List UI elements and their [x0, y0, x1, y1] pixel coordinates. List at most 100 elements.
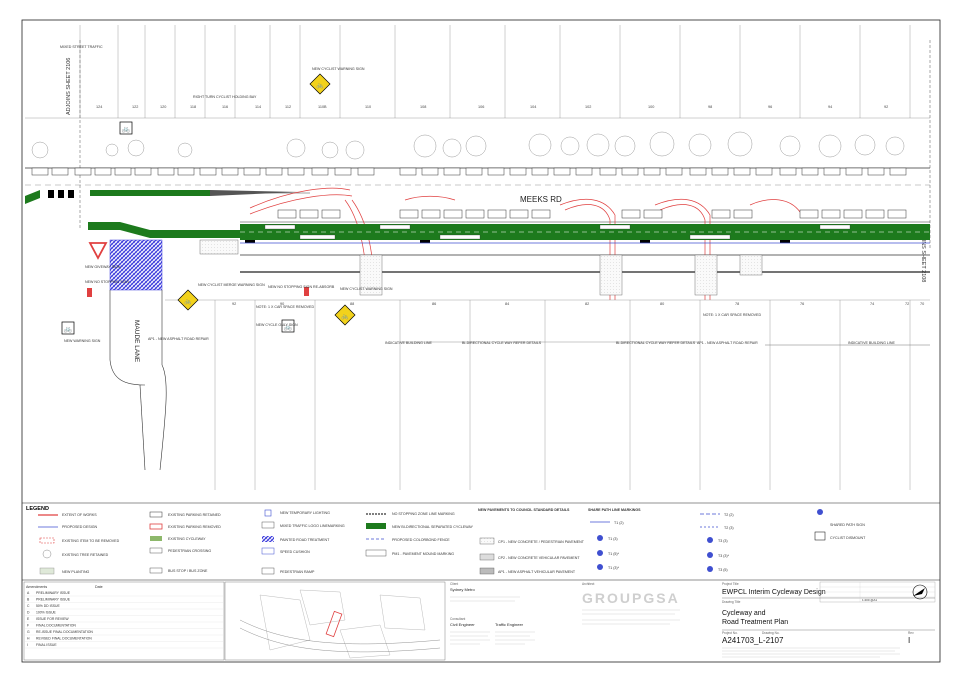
legend-t1-2: T1 (2): [614, 521, 624, 525]
callout-cyclist-warning-2: NEW CYCLIST WARNING SIGN: [340, 287, 393, 291]
footpath-pads: [199, 239, 763, 296]
svg-text:🚲: 🚲: [284, 324, 293, 331]
legend-t2-3: T2 (3): [724, 526, 734, 530]
parked-cars-middle: [277, 209, 907, 219]
legend-parking-retained: EXISTING PARKING RETAINED: [168, 513, 221, 517]
callout-car-space: NOTE: 1 X CAR SPACE REMOVED: [256, 305, 314, 309]
drawing-title-label: Drawing Title: [722, 600, 741, 604]
lot-number: 82: [585, 302, 589, 306]
legend-t1-5: T1 (5)*: [608, 552, 620, 556]
lot-number: 92: [232, 302, 236, 306]
lot-number: 92: [884, 105, 888, 109]
lot-number: 112: [285, 105, 291, 109]
consultant-label: Consultant: [450, 617, 465, 621]
svg-text:GROUPGSA: GROUPGSA: [582, 590, 680, 606]
legend-t3-3: T3 (3): [718, 539, 728, 543]
amendment-desc: REVISED FINAL DOCUMENTATION: [36, 637, 92, 641]
amendment-desc: PRELIMINARY ISSUE: [36, 591, 71, 595]
key-map: [224, 581, 446, 661]
north-arrow-icon: [912, 584, 928, 600]
scale-value: 1:200 @A1: [862, 598, 877, 602]
callout-no-stopping-2: NEW NO STOPPING SIGN RE-ABSORB: [268, 285, 335, 289]
sheet-border: [21, 19, 941, 663]
legend-ped-ramp: PEDESTRIAN RAMP: [280, 570, 315, 574]
painted-road-treatment: [109, 239, 163, 291]
lot-number: 90: [280, 302, 284, 306]
legend-shared-path: SHARED PATH SIGN: [830, 523, 865, 527]
parked-cars-top: [31, 167, 907, 176]
lot-number: 110: [365, 105, 371, 109]
drawing-title-line2: Road Treatment Plan: [722, 619, 788, 626]
legend-item-removed: EXISTING ITEM TO BE REMOVED: [62, 539, 120, 543]
lot-number: 102: [585, 105, 591, 109]
legend-new-planting: NEW PLANTING: [62, 570, 90, 574]
legend-cp1: CP1 - NEW CONCRETE / PEDESTRIAN PAVEMENT: [498, 540, 585, 544]
match-line-left: ADJOINS SHEET 2106: [66, 58, 72, 115]
legend-pavements-title: NEW PAVEMENTS TO COUNCIL STANDARD DETAIL…: [478, 508, 570, 512]
legend-fence: PROPOSED COLORBOND FENCE: [392, 538, 450, 542]
lane-name-label: MAUDE LANE: [133, 320, 140, 363]
project-title: EWPCL Interim Cycleway Design: [722, 589, 826, 596]
callout-mixed-traffic: MIXED STREET TRAFFIC: [60, 45, 103, 49]
bicycle-sign: 🚲: [119, 121, 133, 135]
amendment-rev: D: [27, 611, 30, 615]
legend-tree-retained: EXISTING TREE RETAINED: [62, 553, 109, 557]
lot-number: 72: [905, 302, 909, 306]
lot-number: 80: [660, 302, 664, 306]
legend-painted-road: PAINTED ROAD TREATMENT: [280, 538, 330, 542]
legend-extent-of-works: EXTENT OF WORKS: [62, 513, 97, 517]
company-logo: GROUPGSA Architect: [582, 582, 680, 625]
legend-pavement-mound: PM1 - PAVEMENT MOUND MARKING: [392, 552, 454, 556]
lot-number: 86: [432, 302, 436, 306]
legend-proposed-design: PROPOSED DESIGN: [62, 525, 98, 529]
callout-giveway: NEW GIVEWAY SIGN: [85, 265, 121, 269]
legend-t1-3: T1 (3): [608, 537, 618, 541]
lot-number: 118: [190, 105, 196, 109]
amendment-desc: 100% ISSUE: [36, 611, 57, 615]
bicycle-sign: 🚲: [61, 321, 75, 335]
lot-number: 124: [96, 105, 102, 109]
lot-number: 84: [505, 302, 509, 306]
amendment-rev: I: [27, 643, 28, 647]
civil-engineer: Civil Engineer: [450, 622, 475, 627]
svg-text:🚲: 🚲: [184, 299, 192, 305]
callout-asphalt-repair: AP1 - NEW ASPHALT ROAD REPAIR: [148, 337, 209, 341]
lot-number: 106: [478, 105, 484, 109]
lot-number: 122: [132, 105, 138, 109]
plan-view: ADJOINS SHEET 2106 ADJOINS SHEET 2108: [25, 25, 931, 490]
lot-number: 78: [735, 302, 739, 306]
project-no-label: Project No.: [722, 631, 738, 635]
callout-asphalt-repair-2: AP1 - NEW ASPHALT ROAD REPAIR: [697, 341, 758, 345]
legend-title: LEGEND: [26, 506, 49, 512]
callout-warning-sign: NEW WARNING SIGN: [64, 339, 101, 343]
drawing-number: A241703_L-2107: [722, 636, 784, 645]
callout-bidirectional-2: BI-DIRECTIONAL CYCLE WAY REFER DETAILS: [616, 341, 696, 345]
legend-no-stopping: NO STOPPING ZONE LINE MARKING: [392, 512, 455, 516]
drawing-title-line1: Cycleway and: [722, 610, 766, 617]
lot-number: 70: [920, 302, 924, 306]
amendment-rev: A: [27, 591, 30, 595]
callout-building-line-2: INDICATIVE BUILDING LINE: [848, 341, 895, 345]
driveway-curves: [249, 187, 801, 300]
legend-t3-5: T3 (5): [718, 568, 728, 572]
amendment-desc: ISSUE FOR REVIEW: [36, 617, 69, 621]
legend-t1-3b: T1 (3)*: [608, 566, 620, 570]
lot-number: 98: [708, 105, 712, 109]
lot-number: 104: [530, 105, 536, 109]
street-name-label: MEEKS RD: [520, 195, 562, 204]
amendment-rev: G: [27, 630, 30, 634]
callout-building-line: INDICATIVE BUILDING LINE: [385, 341, 432, 345]
amendment-rev: H: [27, 637, 30, 641]
legend-speed-cushion: SPEED CUSHION: [280, 550, 310, 554]
giveway-sign: [88, 242, 108, 260]
rev-label: Rev: [908, 631, 914, 635]
cycleway-upper: [25, 190, 310, 204]
callout-cyclist-warning: NEW CYCLIST WARNING SIGN: [312, 67, 365, 71]
lot-number: 74: [870, 302, 874, 306]
amendment-desc: FINAL DOCUMENTATION: [36, 624, 76, 628]
svg-text:🚲: 🚲: [122, 126, 131, 133]
legend-bus-stop: BUS STOP / BUS ZONE: [168, 569, 208, 573]
cycleway-main: [88, 222, 930, 243]
